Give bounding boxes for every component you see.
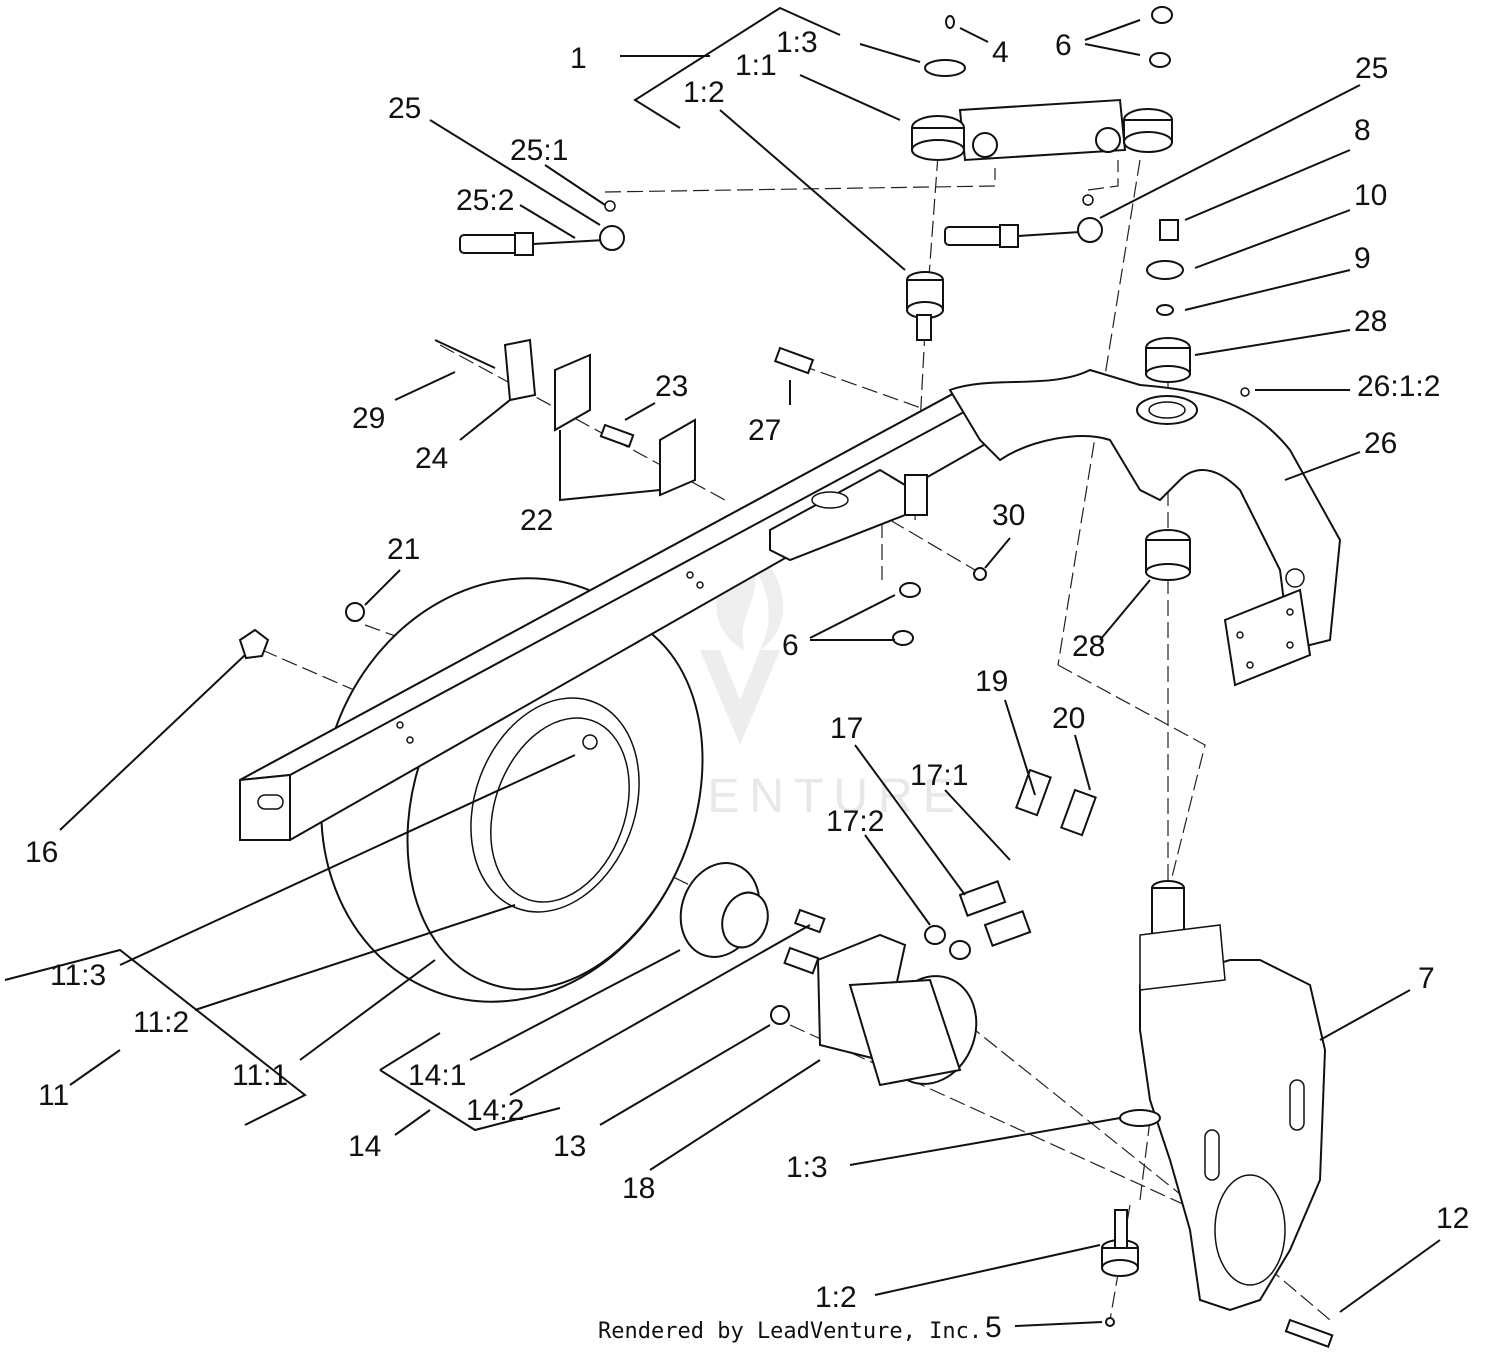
callout-22: 22: [520, 504, 553, 537]
frame-rail: [239, 388, 1012, 841]
callout-11-1: 11:1: [232, 1059, 288, 1092]
callout-6: 6: [782, 629, 799, 662]
callout-26: 26: [1364, 427, 1397, 460]
callout-17: 17: [830, 712, 863, 745]
callout-21: 21: [387, 533, 420, 566]
callout-14: 14: [348, 1130, 381, 1163]
callout-12: 12: [1436, 1202, 1469, 1235]
mount-blocks: [434, 338, 696, 497]
callout-11-3: 11:3: [50, 959, 106, 992]
callout-25: 25: [1355, 52, 1388, 85]
hydraulic-fittings-lower: [924, 768, 1097, 960]
callout-11: 11: [38, 1079, 69, 1112]
callout-23: 23: [655, 370, 688, 403]
callout-25-1: 25:1: [510, 134, 568, 167]
wheel-motor: [770, 933, 978, 1087]
steering-cylinder: [911, 98, 1173, 162]
callout-27: 27: [748, 414, 781, 447]
callout-7: 7: [1418, 962, 1435, 995]
callout-25: 25: [388, 92, 421, 125]
front-axle: [948, 368, 1342, 687]
callout-14-1: 14:1: [408, 1059, 466, 1092]
callout-26-1-2: 26:1:2: [1357, 370, 1440, 403]
callout-1-1: 1:1: [735, 49, 777, 82]
callout-28: 28: [1072, 630, 1105, 663]
ball-joint-upper: [906, 271, 944, 341]
caster-spindle: [1139, 880, 1327, 1312]
callout-16: 16: [25, 836, 58, 869]
callout-1: 1: [570, 42, 587, 75]
callout-labels: 1 1:3 1:1 1:2 4 6 25 25:1 25:2 25 8 10 9…: [25, 26, 1469, 1344]
callout-18: 18: [622, 1172, 655, 1205]
callout-10: 10: [1354, 179, 1387, 212]
tire: [320, 577, 704, 1003]
callout-6: 6: [1055, 29, 1072, 62]
callout-19: 19: [975, 665, 1008, 698]
callout-17-1: 17:1: [910, 759, 968, 792]
callout-1-3: 1:3: [786, 1151, 828, 1184]
callout-5: 5: [985, 1311, 1002, 1344]
callout-1-2: 1:2: [683, 76, 725, 109]
callout-28: 28: [1354, 305, 1387, 338]
callout-4: 4: [992, 36, 1009, 69]
hydraulic-fitting-left: [459, 200, 625, 256]
callout-9: 9: [1354, 242, 1371, 275]
callout-1-3: 1:3: [776, 26, 818, 59]
callout-8: 8: [1354, 114, 1371, 147]
kingpin-hardware: [1145, 219, 1250, 581]
footer-credit: Rendered by LeadVenture, Inc.: [598, 1319, 982, 1344]
wheel-hub: [679, 862, 826, 958]
callout-17-2: 17:2: [826, 805, 884, 838]
callout-25-2: 25:2: [456, 184, 514, 217]
callout-1-2: 1:2: [815, 1281, 857, 1314]
fasteners: [238, 346, 987, 660]
callout-13: 13: [553, 1130, 586, 1163]
callout-24: 24: [415, 442, 448, 475]
callout-11-2: 11:2: [133, 1006, 189, 1039]
callout-20: 20: [1052, 702, 1085, 735]
callout-30: 30: [992, 499, 1025, 532]
callout-14-2: 14:2: [466, 1094, 524, 1127]
leader-lines: [4, 6, 1441, 1327]
callout-29: 29: [352, 402, 385, 435]
hydraulic-fitting-right: [944, 194, 1103, 248]
small-hardware-top: [924, 6, 1173, 77]
